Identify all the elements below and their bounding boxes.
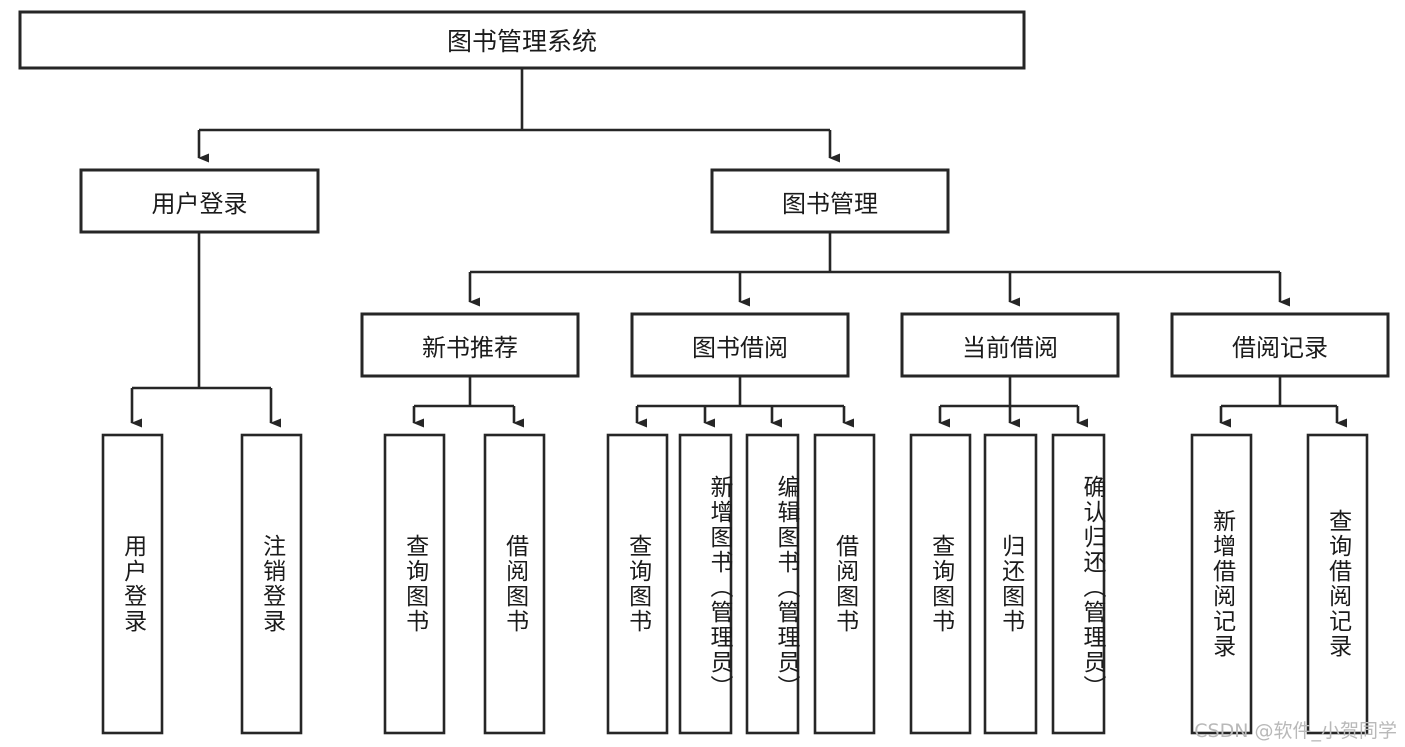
node-box-leaf-add-borrow-record[interactable] (1190, 433, 1253, 735)
node-box-new-book-recommend[interactable] (360, 312, 580, 378)
connector-group-book-management (468, 232, 1290, 307)
connector-group-root (197, 68, 840, 163)
node-box-user-login[interactable] (79, 168, 320, 234)
node-box-root[interactable] (18, 10, 1026, 70)
node-box-leaf-query-borrow-record[interactable] (1306, 433, 1369, 735)
node-box-leaf-confirm-return[interactable] (1051, 433, 1106, 735)
node-box-borrow-record[interactable] (1170, 312, 1390, 378)
node-box-book-management[interactable] (710, 168, 950, 234)
connector-group-current-borrow (938, 376, 1088, 428)
node-box-leaf-borrow-book[interactable] (813, 433, 876, 735)
node-box-leaf-query-book-borrow[interactable] (606, 433, 669, 735)
connector-group-user-login (130, 232, 281, 428)
node-box-book-borrow[interactable] (630, 312, 850, 378)
connector-group-book-borrow (635, 376, 854, 428)
node-box-leaf-query-book-new[interactable] (383, 433, 446, 735)
node-box-leaf-query-book-current[interactable] (909, 433, 972, 735)
connector-group-borrow-record (1219, 376, 1347, 428)
node-box-current-borrow[interactable] (900, 312, 1120, 378)
node-box-leaf-logout[interactable] (240, 433, 303, 735)
node-box-leaf-return-book[interactable] (983, 433, 1038, 735)
node-box-leaf-add-book[interactable] (678, 433, 733, 735)
node-box-leaf-edit-book[interactable] (745, 433, 800, 735)
node-box-leaf-borrow-book-new[interactable] (483, 433, 546, 735)
connector-group-new-book-recommend (412, 376, 524, 428)
node-box-leaf-user-login[interactable] (101, 433, 164, 735)
